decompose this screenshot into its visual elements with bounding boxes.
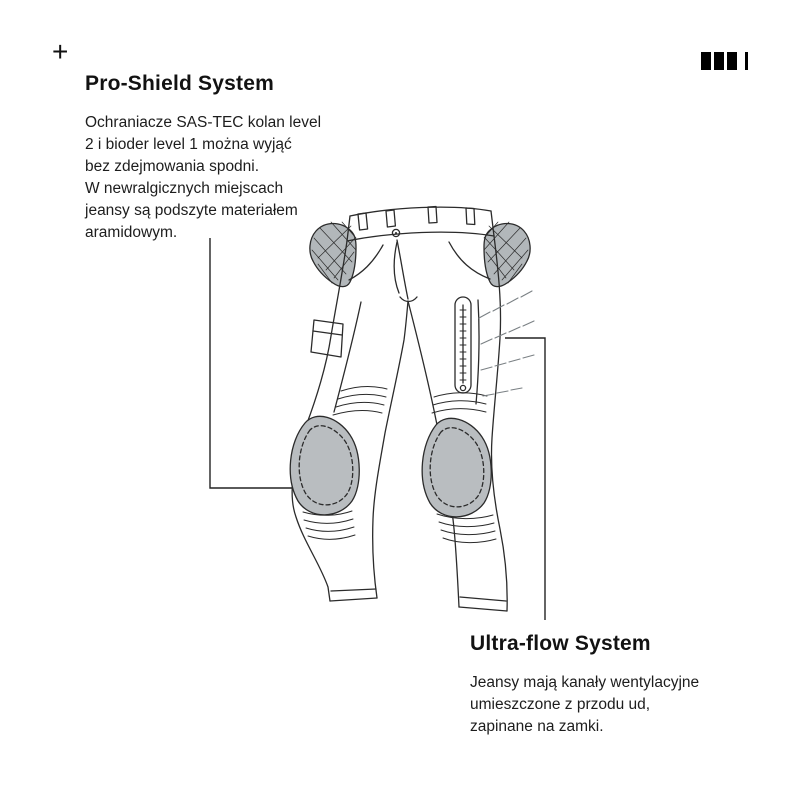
- pro-shield-callout-line: [209, 238, 299, 489]
- ultra-flow-callout-line: [505, 337, 546, 620]
- fly-seam: [396, 239, 409, 300]
- text-line: zapinane na zamki.: [470, 718, 604, 735]
- knee-pad-left: [289, 415, 360, 516]
- belt-loops: [357, 205, 476, 231]
- plus-icon: +: [52, 36, 69, 67]
- text-line: umieszczone z przodu ud,: [470, 696, 651, 713]
- hip-aramid-patch-right: [483, 221, 531, 288]
- brand-logo-icon: [701, 52, 748, 70]
- waist-button: [391, 228, 401, 238]
- front-pocket-right: [448, 241, 491, 280]
- waistband: [346, 205, 495, 300]
- jeans-drawing: [289, 205, 531, 612]
- zipper-pull: [459, 384, 467, 392]
- thigh-seam-right: [475, 299, 480, 405]
- pro-shield-title: Pro-Shield System: [85, 72, 274, 95]
- ultra-flow-annotation: Ultra-flow System Jeansy mają kanały wen…: [470, 632, 699, 738]
- ventilation-zipper: [454, 296, 472, 394]
- front-pocket-left: [348, 244, 384, 281]
- pro-shield-paragraph: Ochraniacze SAS-TEC kolan level 2 i biod…: [85, 112, 321, 244]
- text-line: jeansy są podszyte materiałem: [85, 202, 298, 219]
- text-line: bez zdejmowania spodni.: [85, 158, 260, 175]
- logo-bar-thin: [745, 52, 748, 70]
- logo-bar: [727, 52, 737, 70]
- pockets-and-seams: [310, 241, 491, 413]
- knee-pad-right: [421, 417, 492, 518]
- thigh-seam-left: [333, 301, 362, 413]
- stretch-ribs: [302, 386, 497, 544]
- ultra-flow-title: Ultra-flow System: [470, 632, 651, 655]
- hip-aramid-patch-left: [309, 221, 357, 288]
- ultra-flow-paragraph: Jeansy mają kanały wentylacyjne umieszcz…: [470, 672, 699, 738]
- airflow-marks: [478, 290, 535, 397]
- text-line: Jeansy mają kanały wentylacyjne: [470, 674, 700, 691]
- text-line: 2 i bioder level 1 można wyjąć: [85, 136, 292, 153]
- logo-bar: [714, 52, 724, 70]
- pro-shield-annotation: Pro-Shield System Ochraniacze SAS-TEC ko…: [85, 72, 321, 244]
- text-line: W newralgicznych miejscach: [85, 180, 284, 197]
- text-line: Ochraniacze SAS-TEC kolan level: [85, 114, 322, 131]
- text-line: aramidowym.: [85, 224, 178, 241]
- logo-bar: [701, 52, 711, 70]
- callout-lines: [209, 238, 546, 620]
- cargo-pocket: [310, 319, 344, 358]
